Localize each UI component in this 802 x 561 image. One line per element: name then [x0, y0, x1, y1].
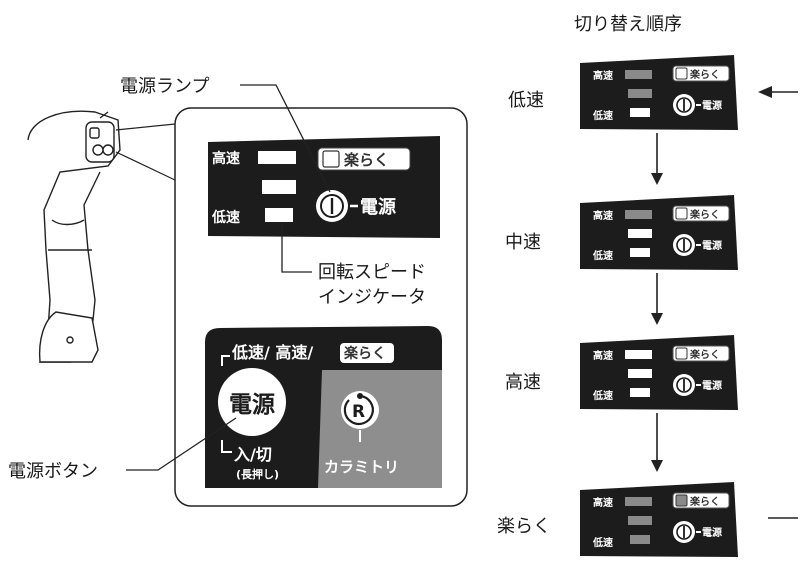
- power-lamp-callout: 電源ランプ: [120, 76, 331, 193]
- high-speed-label: 高速: [212, 150, 240, 167]
- down-arrow-head: [651, 460, 663, 472]
- sequence-high-label: 高速: [593, 349, 613, 362]
- onoff-label: 入/切: [234, 445, 272, 464]
- easy-mode-lamp: [322, 150, 340, 168]
- sequence-easy-lamp: [675, 207, 688, 220]
- sequence-speed-bar: [630, 108, 650, 117]
- sequence-speed-bar: [625, 497, 652, 506]
- sequence-low-label: 低速: [592, 109, 613, 122]
- sequence-power-label: 電源: [702, 379, 722, 392]
- sequence-easy-lamp: [675, 67, 688, 80]
- sequence-easy-label: 楽らく: [689, 348, 720, 361]
- speed-bar-middle: [262, 180, 296, 194]
- unjam-label: カラミトリ: [324, 458, 399, 476]
- speed-bar-bottom: [265, 208, 293, 222]
- zoom-line: [115, 123, 176, 131]
- speed-indicator-callout: 回転スピード インジケータ: [281, 224, 426, 308]
- return-arrow-head: [758, 86, 772, 98]
- sequence-speed-bar: [630, 535, 650, 544]
- speed-indicator-label-1: 回転スピード: [318, 262, 426, 283]
- mode-easy-badge: [340, 343, 394, 363]
- sequence-power-label: 電源: [702, 239, 722, 252]
- sequence-high-label: 高速: [593, 496, 613, 509]
- sequence-step-label: 楽らく: [497, 516, 551, 537]
- sequence-high-label: 高速: [593, 69, 613, 82]
- sequence-power-label: 電源: [702, 526, 722, 539]
- sequence-low-label: 低速: [592, 389, 613, 402]
- sequence-speed-bar: [625, 350, 652, 359]
- sequence-speed-bar: [628, 229, 652, 238]
- mode-cycle-label: 低速/ 高速/: [231, 343, 313, 362]
- power-button-callout-label: 電源ボタン: [8, 461, 98, 482]
- sequence-speed-bar: [628, 516, 652, 525]
- long-press-label: (長押し): [236, 467, 279, 481]
- button-panel: 低速/ 高速/ 楽らく 電源 入/切 (長押し) R カラミトリ: [205, 326, 442, 488]
- sequence-easy-label: 楽らく: [689, 208, 720, 221]
- sequence-easy-lamp: [675, 494, 688, 507]
- tool-illustration: [27, 110, 121, 363]
- sequence-speed-bar: [630, 248, 650, 257]
- speed-indicator-label-2: インジケータ: [318, 287, 426, 308]
- sequence-speed-bar: [628, 89, 652, 98]
- easy-mode-label: 楽らく: [344, 151, 389, 169]
- sequence-easy-lamp: [675, 347, 688, 360]
- down-arrow-head: [651, 173, 663, 185]
- sequence-low-label: 低速: [592, 249, 613, 262]
- sequence-power-label: 電源: [702, 99, 722, 112]
- sequence-speed-bar: [625, 210, 652, 219]
- mode-easy-label: 楽らく: [343, 345, 386, 362]
- sequence-easy-label: 楽らく: [689, 68, 720, 81]
- power-button-label: 電源: [229, 392, 275, 418]
- down-arrow-head: [651, 313, 663, 325]
- sequence-step-label: 中速: [505, 232, 541, 253]
- switching-sequence: 低速高速低速楽らく電源中速高速低速楽らく電源高速高速低速楽らく電源楽らく高速低速…: [497, 55, 798, 557]
- sequence-step-label: 低速: [508, 90, 544, 111]
- low-speed-label: 低速: [211, 209, 240, 226]
- power-lamp-callout-label: 電源ランプ: [120, 76, 209, 97]
- sequence-low-label: 低速: [592, 536, 613, 549]
- indicator-panel: 高速 低速 楽らく 電源: [208, 136, 440, 238]
- sequence-easy-label: 楽らく: [689, 495, 720, 508]
- speed-bar-top: [258, 151, 296, 164]
- sequence-speed-bar: [625, 70, 652, 79]
- easy-mode-badge: [317, 147, 411, 171]
- sequence-step-label: 高速: [505, 372, 541, 393]
- power-label: 電源: [360, 196, 396, 218]
- unjam-icon-letter: R: [352, 402, 365, 422]
- sequence-title: 切り替え順序: [574, 14, 682, 35]
- sequence-high-label: 高速: [593, 209, 613, 222]
- sequence-speed-bar: [630, 388, 650, 397]
- sequence-speed-bar: [628, 369, 652, 378]
- power-button-callout: 電源ボタン: [8, 417, 237, 482]
- zoom-line: [115, 151, 176, 181]
